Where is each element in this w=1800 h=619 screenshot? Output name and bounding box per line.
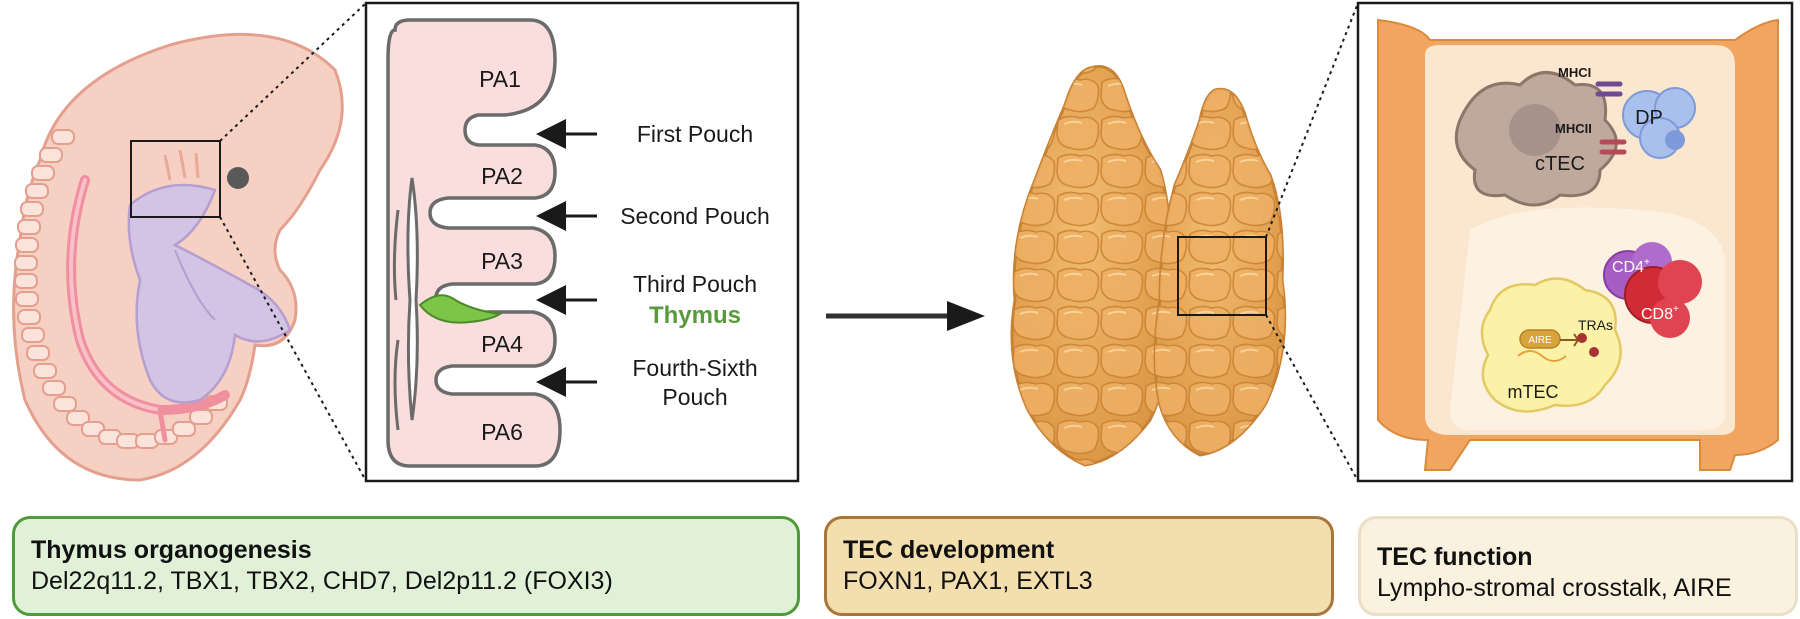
arch-label-pa4: PA4 — [481, 331, 523, 357]
dp-label: DP — [1635, 107, 1663, 129]
cd8-label: CD8+ — [1641, 304, 1679, 323]
fourth-sixth-pouch-label-line1: Fourth-Sixth — [632, 355, 757, 381]
zoom-line-tec-bottom — [1265, 314, 1359, 482]
thymus-label: Thymus — [649, 302, 741, 329]
pharyngeal-arches-illustration — [386, 18, 562, 468]
function-text: Lympho-stromal crosstalk, AIRE — [1377, 574, 1732, 602]
development-genes: FOXN1, PAX1, EXTL3 — [843, 567, 1093, 595]
arch-label-pa6: PA6 — [481, 419, 523, 445]
tec-development-box: TEC development FOXN1, PAX1, EXTL3 — [824, 516, 1334, 616]
third-pouch-label: Third Pouch — [633, 271, 757, 297]
embryo-illustration — [12, 32, 344, 482]
mhc1-label: MHCI — [1558, 65, 1591, 80]
development-arrow — [826, 301, 985, 331]
arch-label-pa2: PA2 — [481, 163, 523, 189]
aire-label: AIRE — [1528, 335, 1552, 346]
zoom-line-top — [219, 2, 367, 142]
tec-microenvironment — [1377, 18, 1779, 471]
zoom-line-bottom — [219, 216, 367, 482]
mtec-label: mTEC — [1508, 382, 1559, 402]
cd4-label: CD4+ — [1612, 257, 1650, 276]
thymus-organogenesis-box: Thymus organogenesis Del22q11.2, TBX1, T… — [12, 516, 800, 616]
fourth-sixth-pouch-label-line2: Pouch — [662, 384, 727, 410]
function-title: TEC function — [1377, 543, 1533, 571]
mhc2-label: MHCII — [1555, 121, 1592, 136]
thymus-organ-illustration — [1010, 65, 1287, 467]
ctec-label: cTEC — [1535, 153, 1585, 175]
development-title: TEC development — [843, 536, 1055, 564]
second-pouch-label: Second Pouch — [620, 203, 770, 229]
tec-function-box: TEC function Lympho-stromal crosstalk, A… — [1358, 516, 1798, 616]
tras-label: TRAs — [1578, 317, 1613, 333]
thymus-primordium — [418, 294, 503, 324]
zoom-line-tec-top — [1265, 2, 1359, 238]
arch-label-pa3: PA3 — [481, 248, 523, 274]
organogenesis-genes: Del22q11.2, TBX1, TBX2, CHD7, Del2p11.2 … — [31, 567, 613, 595]
first-pouch-label: First Pouch — [637, 121, 753, 147]
arch-label-pa1: PA1 — [479, 66, 521, 92]
organogenesis-title: Thymus organogenesis — [31, 536, 312, 564]
